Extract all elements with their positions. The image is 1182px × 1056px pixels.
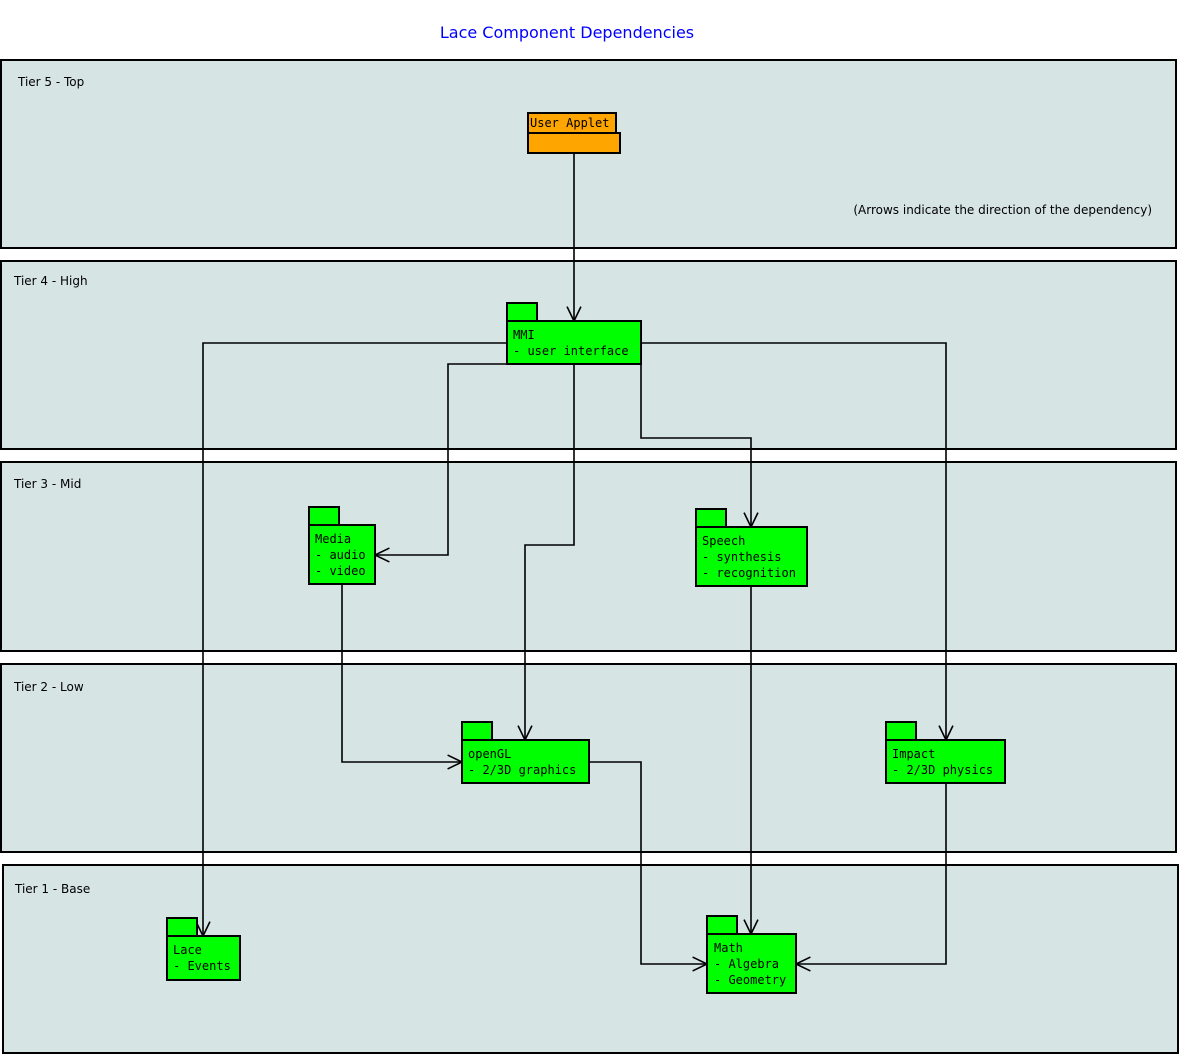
package-opengl[interactable]: openGL - 2/3D graphics (461, 721, 590, 784)
package-text: - video (315, 564, 366, 578)
diagram-title: Lace Component Dependencies (440, 23, 694, 42)
tier-4: Tier 4 - High (0, 260, 1177, 450)
package-body (308, 524, 376, 585)
package-tab (308, 506, 340, 526)
package-media[interactable]: Media - audio - video (308, 506, 376, 585)
package-body (166, 935, 241, 981)
connector-line (375, 363, 507, 556)
package-mmi[interactable]: MMI - user interface (506, 302, 642, 365)
package-text: - 2/3D physics (892, 763, 993, 777)
tier-label: Tier 1 - Base (14, 882, 90, 896)
package-speech[interactable]: Speech - synthesis - recognition (695, 508, 808, 587)
package-text: - Geometry (714, 973, 786, 987)
package-lace[interactable]: Lace - Events (166, 917, 241, 981)
package-body (506, 320, 642, 365)
package-impact[interactable]: Impact - 2/3D physics (885, 721, 1006, 784)
tier-3: Tier 3 - Mid (0, 461, 1177, 652)
tier-1: Tier 1 - Base (2, 864, 1179, 1054)
package-text: Math (714, 941, 743, 955)
package-body (527, 132, 621, 154)
package-body (461, 739, 590, 784)
package-text: openGL (468, 747, 511, 761)
package-tab (885, 721, 917, 741)
package-text: Impact (892, 747, 935, 761)
package-math[interactable]: Math - Algebra - Geometry (706, 915, 797, 994)
package-text: Speech (702, 534, 745, 548)
package-text: - user interface (513, 344, 629, 358)
package-user-applet[interactable]: User Applet (527, 112, 621, 154)
package-body (695, 526, 808, 587)
package-text: - Events (173, 959, 231, 973)
package-text: - Algebra (714, 957, 779, 971)
package-text: - synthesis (702, 550, 781, 564)
tier-label: Tier 2 - Low (13, 680, 84, 694)
package-body (885, 739, 1006, 784)
package-tab (506, 302, 538, 322)
package-text: - recognition (702, 566, 796, 580)
connector-line (202, 342, 507, 936)
connector-line (341, 584, 462, 763)
direction-note: (Arrows indicate the direction of the de… (853, 203, 1152, 217)
edges (195, 153, 954, 972)
tier-label: Tier 4 - High (13, 274, 88, 288)
tier-label: Tier 3 - Mid (13, 477, 81, 491)
package-tab (695, 508, 727, 528)
package-text: Media (315, 532, 351, 546)
connector-line (641, 342, 947, 740)
connector-line (589, 761, 707, 965)
package-tab (706, 915, 738, 935)
package-text: User Applet (530, 116, 609, 130)
package-text: MMI (513, 328, 535, 342)
package-body (706, 933, 797, 994)
tier-label: Tier 5 - Top (17, 75, 84, 89)
connector-line (640, 364, 752, 527)
package-text: - audio (315, 548, 366, 562)
package-tab (461, 721, 493, 741)
connector-line (796, 783, 947, 965)
package-text: - 2/3D graphics (468, 763, 576, 777)
package-text: Lace (173, 943, 202, 957)
package-tab (166, 917, 198, 937)
connector-line (524, 364, 575, 740)
